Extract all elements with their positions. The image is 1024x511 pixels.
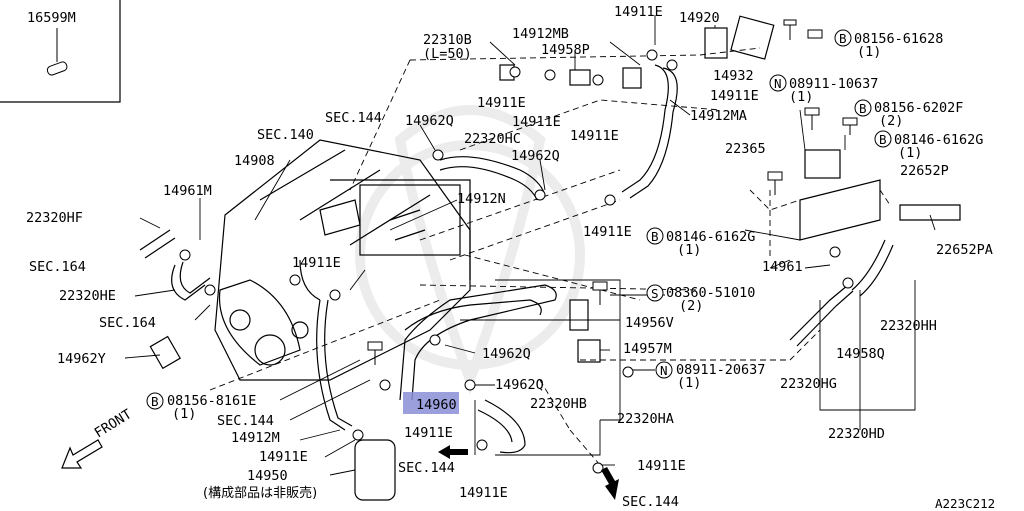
bolt-symbol: B bbox=[839, 31, 847, 46]
label-SEC140: SEC.140 bbox=[257, 127, 314, 143]
label-22320HF: 22320HF bbox=[26, 210, 83, 226]
label-14962Y: 14962Y bbox=[57, 351, 106, 367]
label-14920: 14920 bbox=[679, 10, 720, 26]
screw-symbol: S bbox=[651, 286, 659, 301]
label-14908: 14908 bbox=[234, 153, 275, 169]
label-22320HD: 22320HD bbox=[828, 426, 885, 442]
label-14911E: 14911E bbox=[477, 95, 526, 111]
label-08360-51010: 08360-51010 bbox=[666, 285, 755, 301]
label-22310B-length: (L=50) bbox=[423, 46, 472, 62]
label-14911E: 14911E bbox=[583, 224, 632, 240]
label-14911E: 14911E bbox=[637, 458, 686, 474]
label-08156-8161E-qty: (1) bbox=[172, 406, 196, 422]
bolt-symbol: B bbox=[651, 229, 659, 244]
label-08911-10637: 08911-10637 bbox=[789, 76, 878, 92]
front-label: FRONT bbox=[92, 406, 135, 441]
label-08146-6162G: 08146-6162G bbox=[666, 229, 755, 245]
leader-lines bbox=[124, 15, 936, 476]
flow-arrows bbox=[438, 445, 619, 500]
engine-block bbox=[214, 139, 471, 381]
label-SEC164: SEC.164 bbox=[99, 315, 156, 331]
label-08146-6162G: 08146-6162G bbox=[894, 132, 983, 148]
label-14957M: 14957M bbox=[623, 341, 672, 357]
label-SEC144: SEC.144 bbox=[217, 413, 274, 429]
label-22310B: 22310B bbox=[423, 32, 472, 48]
label-08911-20637-qty: (1) bbox=[677, 375, 701, 391]
label-14911E: 14911E bbox=[404, 425, 453, 441]
label-22320HB: 22320HB bbox=[530, 396, 587, 412]
label-08146-6162G-qty: (1) bbox=[677, 242, 701, 258]
label-14912MA: 14912MA bbox=[690, 108, 747, 124]
label-08156-6202F-qty: (2) bbox=[879, 113, 903, 129]
label-14911E: 14911E bbox=[570, 128, 619, 144]
label-14960: 14960 bbox=[416, 397, 457, 413]
label-14962Q: 14962Q bbox=[511, 148, 560, 164]
label-22320HH: 22320HH bbox=[880, 318, 937, 334]
label-08146-6162G-qty: (1) bbox=[898, 145, 922, 161]
label-14911E: 14911E bbox=[710, 88, 759, 104]
label-22320HA: 22320HA bbox=[617, 411, 674, 427]
label-08360-51010-qty: (2) bbox=[679, 298, 703, 314]
highlight-14960 bbox=[403, 392, 459, 414]
label-08156-8161E: 08156-8161E bbox=[167, 393, 256, 409]
label-22365: 22365 bbox=[725, 141, 766, 157]
label-14912MB: 14912MB bbox=[512, 26, 569, 42]
label-22320HG: 22320HG bbox=[780, 376, 837, 392]
label-SEC144: SEC.144 bbox=[325, 110, 382, 126]
label-14911E: 14911E bbox=[614, 4, 663, 20]
label-16599M: 16599M bbox=[27, 10, 76, 26]
label-14958P: 14958P bbox=[541, 42, 590, 58]
label-14961: 14961 bbox=[762, 259, 803, 275]
label-14932: 14932 bbox=[713, 68, 754, 84]
label-14962Q: 14962Q bbox=[482, 346, 531, 362]
label-14911E: 14911E bbox=[292, 255, 341, 271]
label-22652PA: 22652PA bbox=[936, 242, 993, 258]
fastener-marker-letters: B N B B B S N B bbox=[151, 31, 887, 409]
label-08911-10637-qty: (1) bbox=[789, 89, 813, 105]
hoses bbox=[139, 64, 894, 454]
label-SEC144: SEC.144 bbox=[622, 494, 679, 510]
label-22320HC: 22320HC bbox=[464, 131, 521, 147]
bolts bbox=[367, 19, 858, 365]
front-arrow bbox=[61, 439, 103, 469]
nut-symbol: N bbox=[774, 76, 782, 91]
diagram-code: A223C212 bbox=[935, 496, 995, 511]
label-14912N: 14912N bbox=[457, 191, 506, 207]
label-14911E: 14911E bbox=[459, 485, 508, 501]
label-22320HE: 22320HE bbox=[59, 288, 116, 304]
label-08156-61628-qty: (1) bbox=[857, 44, 881, 60]
bolt-symbol: B bbox=[879, 132, 887, 147]
clamps bbox=[179, 49, 854, 474]
part-labels: 22310B (L=50) 14912MB 14958P 14911E 1492… bbox=[26, 4, 995, 511]
label-08156-61628: 08156-61628 bbox=[854, 31, 943, 47]
label-08156-6202F: 08156-6202F bbox=[874, 100, 963, 116]
label-14911E: 14911E bbox=[259, 449, 308, 465]
label-14958Q: 14958Q bbox=[836, 346, 885, 362]
label-22652P: 22652P bbox=[900, 163, 949, 179]
inset-box: 16599M bbox=[0, 0, 121, 103]
label-14962Q: 14962Q bbox=[495, 377, 544, 393]
label-SEC164: SEC.164 bbox=[29, 259, 86, 275]
label-14956V: 14956V bbox=[625, 315, 674, 331]
nut-symbol: N bbox=[660, 363, 668, 378]
label-14950: 14950 bbox=[247, 468, 288, 484]
label-14911E: 14911E bbox=[512, 114, 561, 130]
label-08911-20637: 08911-20637 bbox=[676, 362, 765, 378]
fastener-markers bbox=[146, 29, 892, 410]
label-14912M: 14912M bbox=[231, 430, 280, 446]
bolt-symbol: B bbox=[859, 101, 867, 116]
label-14961M: 14961M bbox=[163, 183, 212, 199]
label-14950-note: (構成部品は非販売) bbox=[203, 485, 317, 501]
label-SEC144: SEC.144 bbox=[398, 460, 455, 476]
label-14962Q: 14962Q bbox=[405, 113, 454, 129]
bolt-symbol: B bbox=[151, 394, 159, 409]
